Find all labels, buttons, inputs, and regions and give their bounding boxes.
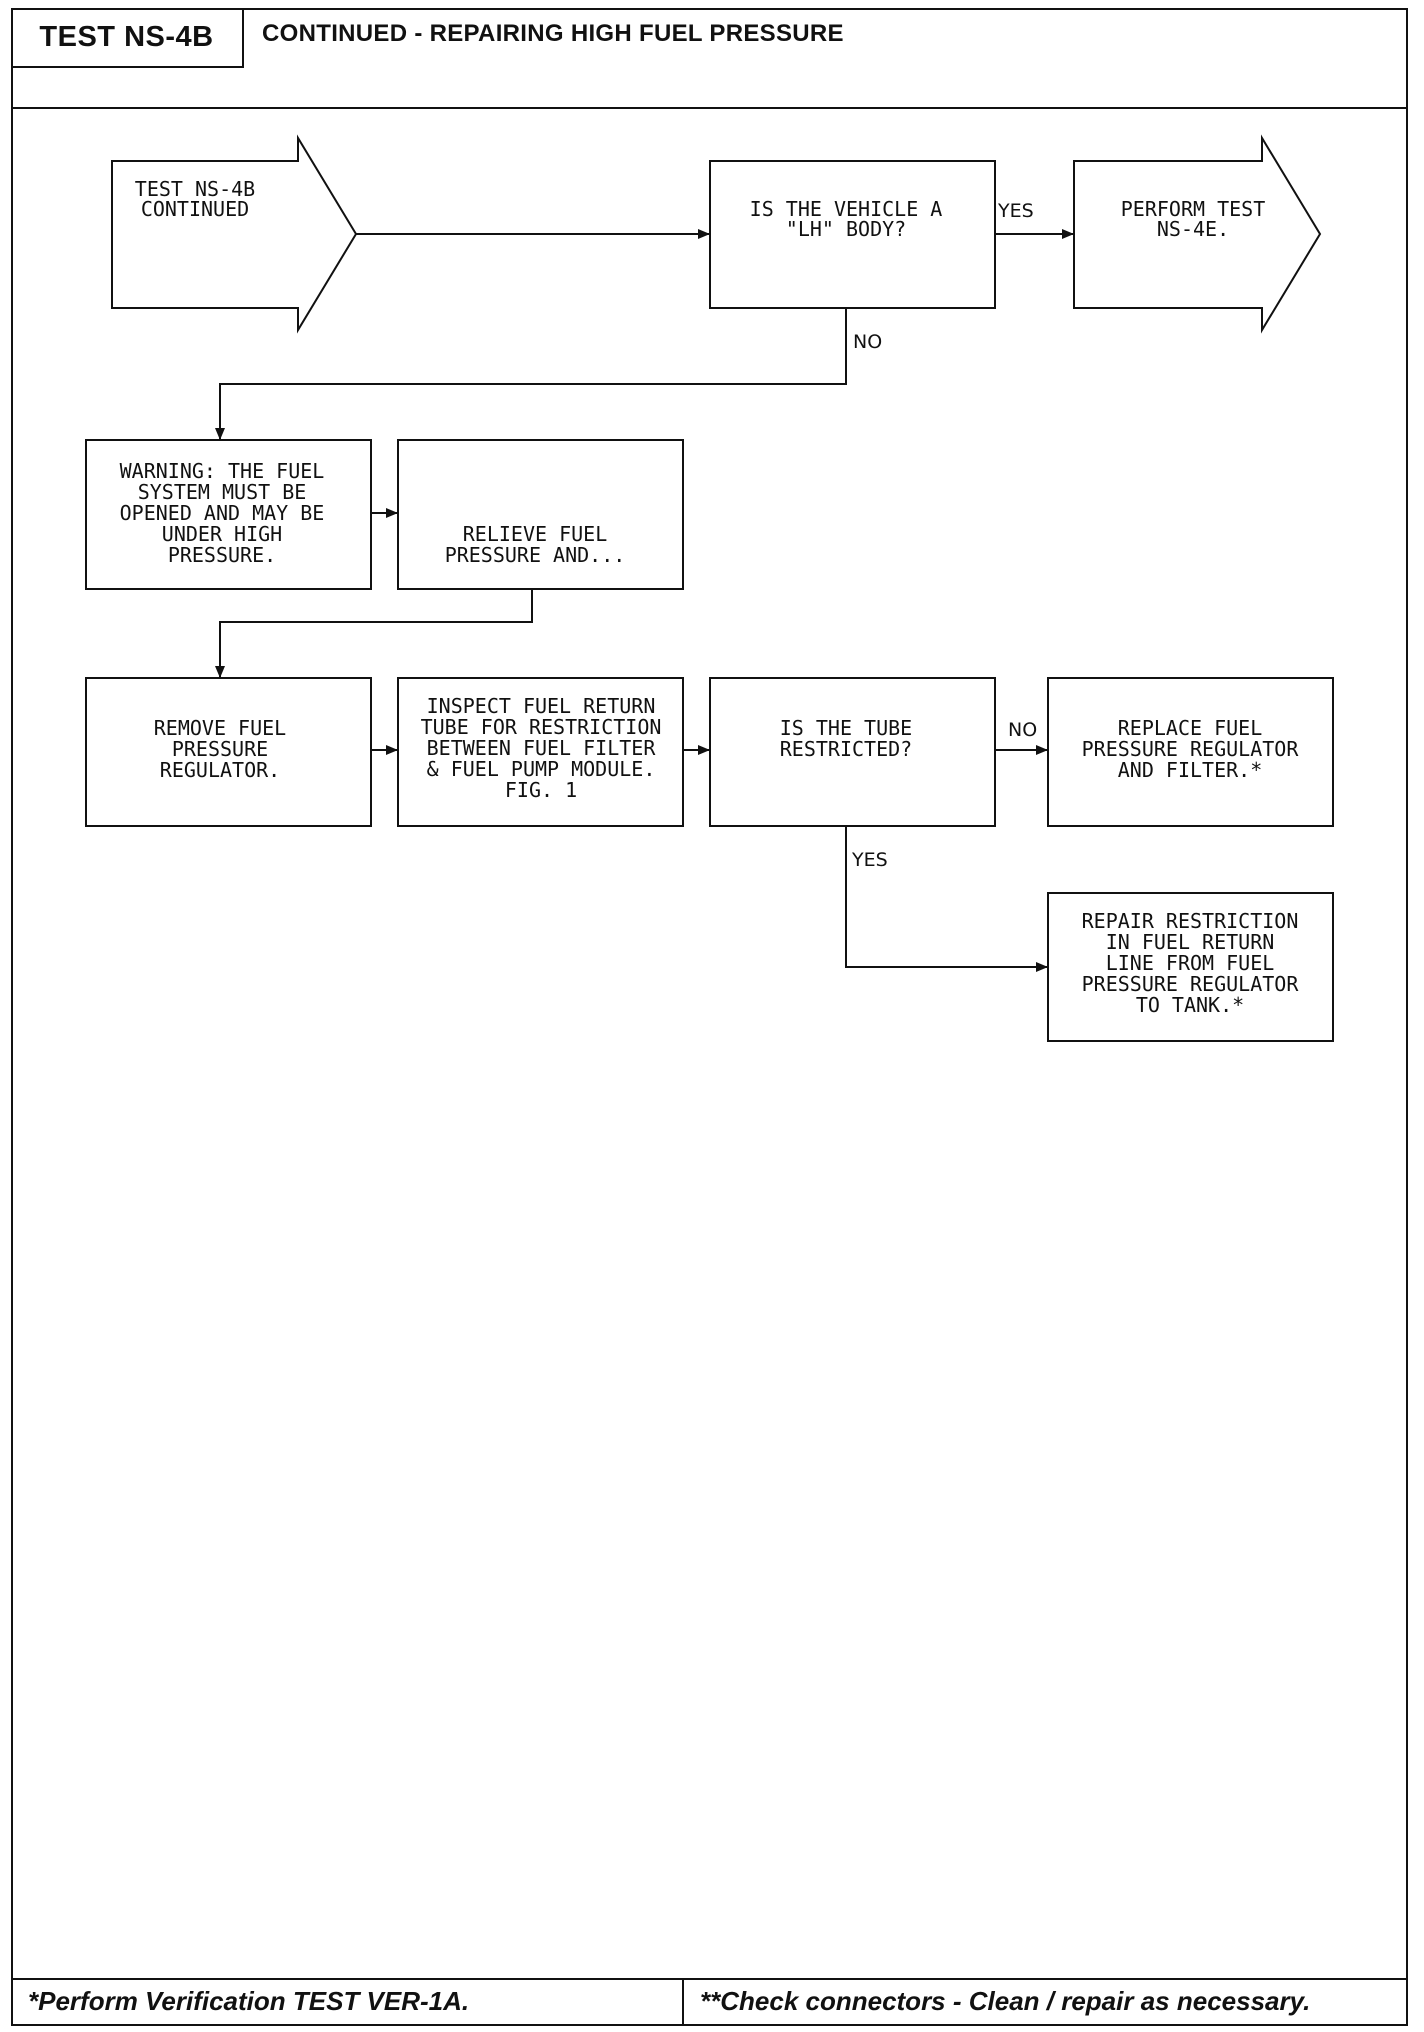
repair-restriction-box [1047,892,1334,1042]
question-lh-body-text: IS THE VEHICLE A"LH" BODY? [750,197,943,241]
perform-ns4e-arrow-shape [1073,134,1322,334]
start-arrow-shape [111,134,358,334]
node-text-line: UNDER HIGH [162,522,282,546]
edge-label-lh-yes: YES [997,200,1034,222]
node-text-line: PRESSURE REGULATOR [1082,972,1300,996]
replace-regulator-box [1047,677,1334,827]
node-text-line: LINE FROM FUEL [1106,951,1275,975]
edge-label-lh-no: NO [853,331,882,353]
page-frame [11,8,1408,2026]
node-text-line: "LH" BODY? [786,217,906,241]
node-text-line: AND FILTER.* [1118,758,1263,782]
footer-left-note: *Perform Verification TEST VER-1A. [28,1986,470,2016]
node-text-line: REPAIR RESTRICTION [1082,909,1299,933]
node-text-line: RELIEVE FUEL [463,522,608,546]
remove-regulator-box [85,677,372,827]
node-text-line: TEST NS-4B [135,177,255,201]
edge-restricted-yes [845,826,1048,972]
edge-label-restricted-no: NO [1008,719,1037,741]
node-text-line: WARNING: THE FUEL [120,459,325,483]
node-text-line: FIG. 1 [505,778,577,802]
footer-bar [11,1978,1408,2026]
header-bar [11,8,1408,109]
node-text-line: NS-4E. [1157,217,1229,241]
edge-label-restricted-yes: YES [851,849,888,871]
node-text-line: REMOVE FUEL [154,716,286,740]
node-text-line: PRESSURE AND... [445,543,626,567]
question-restricted-box [709,677,996,827]
footer-right-note: **Check connectors - Clean / repair as n… [700,1986,1311,2016]
node-text-line: IS THE TUBE [780,716,912,740]
node-text-line: PRESSURE. [168,543,276,567]
node-text-line: REPLACE FUEL [1118,716,1263,740]
node-text-line: SYSTEM MUST BE [138,480,307,504]
edge-lh-no [215,308,847,440]
node-text-line: TO TANK.* [1136,993,1244,1017]
node-text-line: BETWEEN FUEL FILTER [427,736,657,760]
node-text-line: PRESSURE REGULATOR [1082,737,1300,761]
test-id-label: TEST NS-4B [11,8,244,68]
node-text-line: CONTINUED [141,197,249,221]
node-text-line: & FUEL PUMP MODULE. [427,757,656,781]
node-text-line: OPENED AND MAY BE [120,501,325,525]
node-text-line: IN FUEL RETURN [1106,930,1275,954]
footer-divider [682,1978,684,2026]
page-title: CONTINUED - REPAIRING HIGH FUEL PRESSURE [262,20,844,47]
inspect-tube-box [397,677,684,827]
edge-relieve-to-remove [215,589,533,678]
relieve-pressure-box [397,439,684,590]
warning-box [85,439,372,590]
node-text-line: IS THE VEHICLE A [750,197,943,221]
node-text-line: PERFORM TEST [1121,197,1266,221]
node-text-line: RESTRICTED? [780,737,912,761]
node-text-line: TUBE FOR RESTRICTION [421,715,662,739]
node-text-line: REGULATOR. [160,758,280,782]
node-text-line: PRESSURE [172,737,268,761]
node-text-line: INSPECT FUEL RETURN [427,694,656,718]
